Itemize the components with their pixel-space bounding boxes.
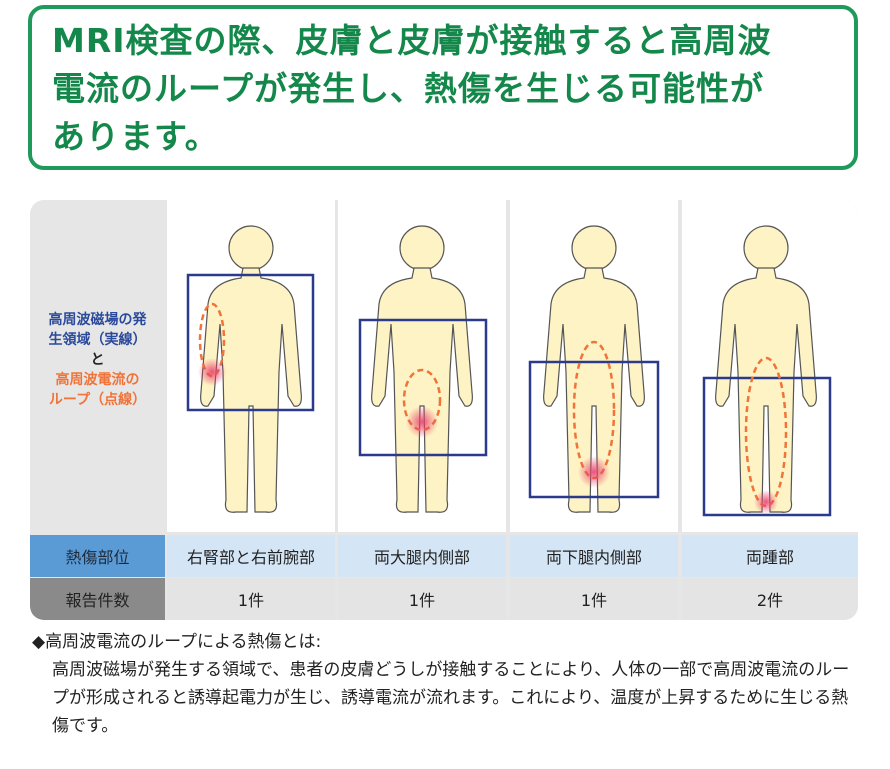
burn-site-cell: 両下腿内側部 xyxy=(510,535,678,577)
burn-spot xyxy=(754,490,778,514)
burn-site-cell: 両踵部 xyxy=(682,535,858,577)
title-line: MRI検査の際、皮膚と皮膚が接触すると高周波 xyxy=(52,21,772,60)
legend-loop-text: 高周波電流の xyxy=(55,372,140,388)
burn-cases-panel: 高周波磁場の発 生領域（実線） と 高周波電流の ループ（点線） 熱傷部位 右腎… xyxy=(30,200,858,620)
burn-site-cell: 右腎部と右前腕部 xyxy=(167,535,335,577)
title-line: 電流のループが発生し、熱傷を生じる可能性が xyxy=(52,69,765,108)
description: ◆高周波電流のループによる熱傷とは: 高周波磁場が発生する領域で、患者の皮膚どう… xyxy=(32,628,862,740)
field-region xyxy=(358,318,488,457)
field-region xyxy=(528,360,660,499)
title-box: MRI検査の際、皮膚と皮膚が接触すると高周波 電流のループが発生し、熱傷を生じる… xyxy=(28,5,858,170)
current-loop xyxy=(744,356,788,508)
count-cell: 1件 xyxy=(510,578,678,620)
field-region xyxy=(186,273,315,412)
legend: 高周波磁場の発 生領域（実線） と 高周波電流の ループ（点線） xyxy=(30,310,165,410)
description-body: 高周波磁場が発生する領域で、患者の皮膚どうしが接触することにより、人体の一部で高… xyxy=(52,660,850,736)
figure-thigh xyxy=(338,200,506,532)
legend-field-text: 高周波磁場の発 xyxy=(48,312,147,328)
legend-field-text: 生領域（実線） xyxy=(48,332,147,348)
current-loop xyxy=(402,368,442,432)
header-report-count: 報告件数 xyxy=(30,578,165,620)
field-region xyxy=(702,376,832,517)
figure-lower-leg xyxy=(510,200,678,532)
header-burn-site: 熱傷部位 xyxy=(30,535,165,577)
legend-loop-text: ループ（点線） xyxy=(48,392,147,408)
title-line: あります。 xyxy=(52,117,219,156)
count-cell: 1件 xyxy=(338,578,506,620)
burn-site-cell: 両大腿内側部 xyxy=(338,535,506,577)
legend-and: と xyxy=(90,352,105,368)
count-cell: 2件 xyxy=(682,578,858,620)
figure-arm xyxy=(167,200,335,532)
burn-spot xyxy=(578,456,610,488)
figure-heel xyxy=(682,200,858,532)
burn-spot xyxy=(198,358,226,386)
description-heading: ◆高周波電流のループによる熱傷とは: xyxy=(32,632,322,652)
burn-spot xyxy=(406,406,438,438)
count-cell: 1件 xyxy=(167,578,335,620)
